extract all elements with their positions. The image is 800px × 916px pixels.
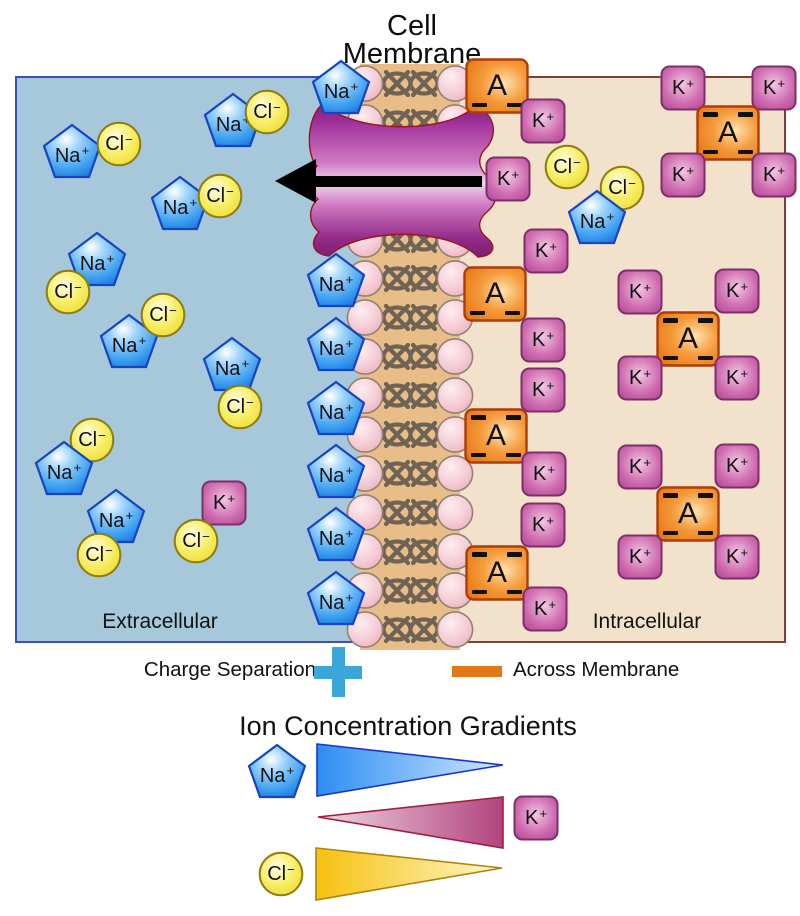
gradient-triangles: [315, 743, 504, 901]
extracellular-label: Extracellular: [102, 610, 218, 633]
gradients-heading: Ion Concentration Gradients: [239, 711, 577, 741]
ion-label: K+: [524, 805, 548, 829]
plus-icon: [314, 647, 362, 697]
membrane-bar-icon: [452, 666, 502, 677]
page-title: Cell Membrane: [212, 10, 612, 69]
k-gradient-triangle: [317, 796, 504, 849]
k-ion: K+: [513, 795, 559, 841]
cl-gradient-triangle: [315, 847, 503, 901]
intracellular-label: Intracellular: [592, 610, 702, 633]
na-gradient-triangle: [316, 743, 504, 797]
across-membrane-label: Across Membrane: [513, 658, 680, 681]
title-line1: Cell: [387, 10, 437, 42]
charge-separation-label: Charge Separation: [143, 658, 316, 681]
transport-arrow-icon: [275, 159, 482, 203]
